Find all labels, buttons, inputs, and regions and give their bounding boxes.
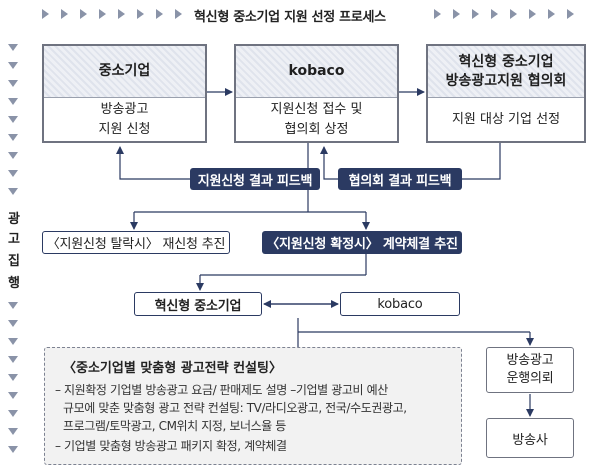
chevron-down-icon [8, 446, 18, 453]
sme-box: 중소기업 방송광고 지원 신청 [42, 44, 207, 143]
chevron-down-icon [8, 428, 18, 435]
chevron-right-icon [491, 9, 498, 19]
council-header-line: 혁신형 중소기업 [458, 53, 554, 70]
side-label-char: 집 [8, 254, 20, 269]
consulting-line: 프로그램/토막광고, CM위치 지정, 보너스율 등 [63, 419, 286, 433]
chevron-down-icon [8, 170, 18, 177]
council-box-body: 지원 대상 기업 선정 [451, 111, 561, 127]
chevron-right-icon [529, 9, 536, 19]
kobaco-box: kobaco 지원신청 접수 및 협의회 상정 [234, 44, 399, 143]
chevron-right-icon [156, 9, 163, 19]
chevron-down-icon [8, 188, 18, 195]
side-label-char: 광 [8, 212, 20, 227]
chevron-down-icon [8, 338, 18, 345]
rejected-outcome: 〈지원신청 탈락시〉 재신청 추진 [42, 231, 230, 254]
application-feedback-label: 지원신청 결과 피드백 [190, 168, 320, 190]
chevron-down-icon [8, 116, 18, 123]
chevron-right-icon [137, 9, 144, 19]
broadcast-request-line: 운행의뢰 [506, 371, 554, 386]
chevron-right-icon [99, 9, 106, 19]
chevron-right-icon [118, 9, 125, 19]
council-header-line: 방송광고지원 협의회 [445, 72, 567, 89]
council-feedback-label: 협의회 결과 피드백 [338, 168, 462, 190]
chevron-down-icon [8, 356, 18, 363]
chevron-right-icon [548, 9, 555, 19]
kobaco-node: kobaco [340, 292, 460, 316]
kobaco-box-header: kobaco [236, 46, 397, 98]
chevron-right-icon [80, 9, 87, 19]
consulting-line: 규모에 맞춘 맞춤형 광고 전략 컨설팅: TV/라디오광고, 전국/수도권광고… [63, 401, 407, 415]
confirmed-outcome: 〈지원신청 확정시〉 계약체결 추진 [262, 231, 462, 254]
broadcast-request-line: 방송광고 [506, 353, 554, 368]
consulting-line: – 기업별 맞춤형 방송광고 패키지 확정, 계약체결 [55, 439, 287, 453]
kobaco-body-line: 협의회 상정 [284, 121, 349, 137]
innovative-sme-node: 혁신형 중소기업 [134, 292, 262, 316]
sme-body-line: 지원 신청 [98, 121, 151, 137]
chevron-down-icon [8, 98, 18, 105]
chevron-down-icon [8, 374, 18, 381]
chevron-right-icon [510, 9, 517, 19]
chevron-down-icon [8, 62, 18, 69]
side-label-char: 고 [8, 232, 20, 247]
chevron-down-icon [8, 320, 18, 327]
process-title-bar: 혁신형 중소기업 지원 선정 프로세스 [0, 0, 600, 28]
sme-body-line: 방송광고 [100, 101, 149, 117]
sme-box-body: 방송광고 지원 신청 [44, 98, 205, 141]
chevron-right-icon [42, 9, 49, 19]
broadcaster-node: 방송사 [486, 418, 574, 458]
side-label-char: 행 [8, 276, 20, 291]
chevron-down-icon [8, 44, 18, 51]
chevron-right-icon [472, 9, 479, 19]
council-box: 혁신형 중소기업 방송광고지원 협의회 지원 대상 기업 선정 [426, 44, 586, 143]
kobaco-box-body: 지원신청 접수 및 협의회 상정 [236, 98, 397, 141]
chevron-down-icon [8, 392, 18, 399]
consulting-box: 〈중소기업별 맞춤형 광고전략 컨설팅〉 – 지원확정 기업별 방송광고 요금/… [44, 347, 462, 465]
broadcast-request-node: 방송광고 운행의뢰 [486, 347, 574, 393]
page-title: 혁신형 중소기업 지원 선정 프로세스 [194, 10, 386, 25]
chevron-right-icon [567, 9, 574, 19]
chevron-down-icon [8, 134, 18, 141]
council-box-header: 혁신형 중소기업 방송광고지원 협의회 [428, 46, 584, 98]
sme-box-header: 중소기업 [44, 46, 205, 98]
chevron-down-icon [8, 152, 18, 159]
chevron-down-icon [8, 80, 18, 87]
chevron-down-icon [8, 302, 18, 309]
chevron-right-icon [175, 9, 182, 19]
kobaco-body-line: 지원신청 접수 및 [270, 101, 363, 117]
chevron-down-icon [8, 410, 18, 417]
consulting-title: 〈중소기업별 맞춤형 광고전략 컨설팅〉 [63, 361, 282, 376]
chevron-right-icon [61, 9, 68, 19]
chevron-right-icon [453, 9, 460, 19]
consulting-line: – 지원확정 기업별 방송광고 요금/ 판매제도 설명 –기업별 광고비 예산 [55, 383, 388, 397]
chevron-right-icon [434, 9, 441, 19]
